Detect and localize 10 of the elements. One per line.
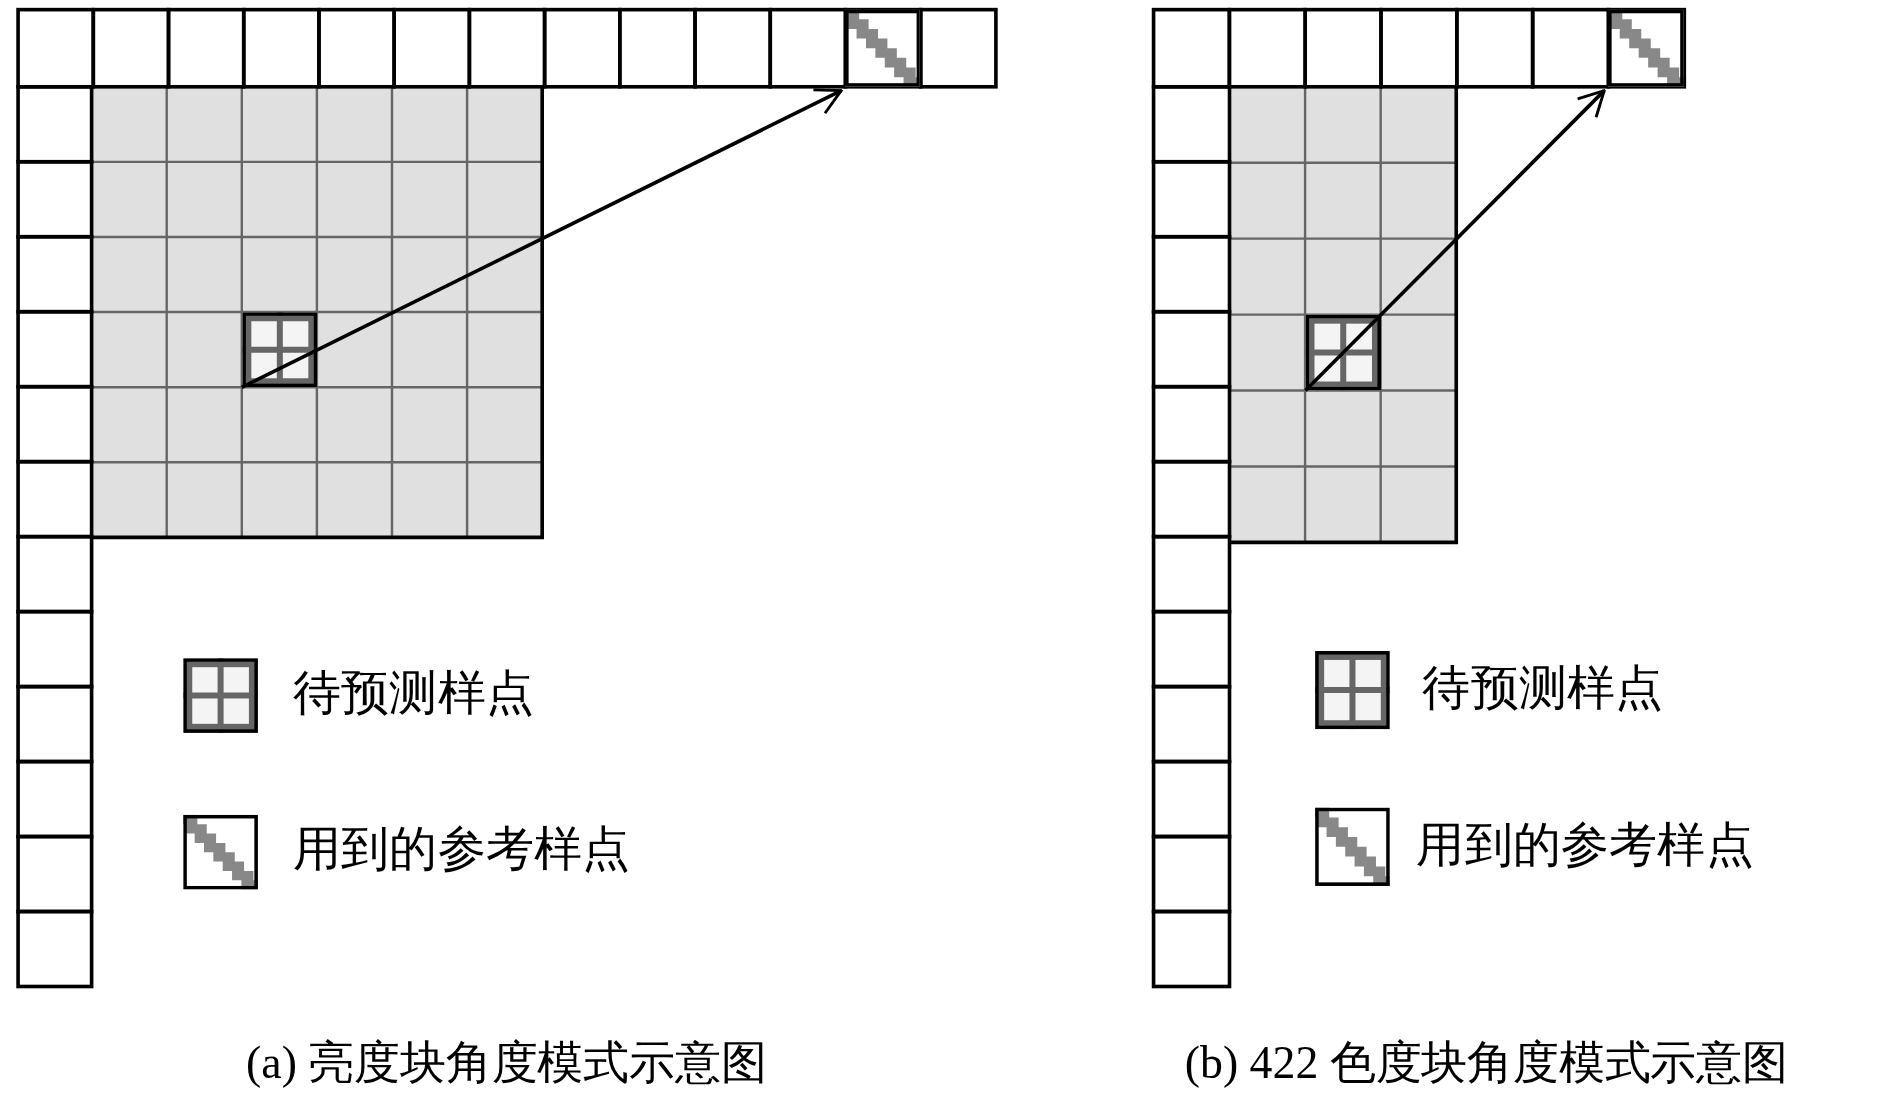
reference-sample-cell bbox=[1608, 9, 1684, 87]
arrow bbox=[241, 88, 843, 389]
legend-label: 待预测样点 bbox=[1422, 663, 1664, 712]
predicted-sample-block bbox=[241, 312, 317, 388]
arrow bbox=[1304, 89, 1606, 392]
predicted-sample-block bbox=[1305, 314, 1381, 391]
legend-label: 用到的参考样点 bbox=[1416, 820, 1754, 869]
legend-label: 用到的参考样点 bbox=[292, 825, 631, 874]
reference-sample-cell bbox=[845, 9, 921, 87]
legend-label: 待预测样点 bbox=[292, 669, 534, 718]
